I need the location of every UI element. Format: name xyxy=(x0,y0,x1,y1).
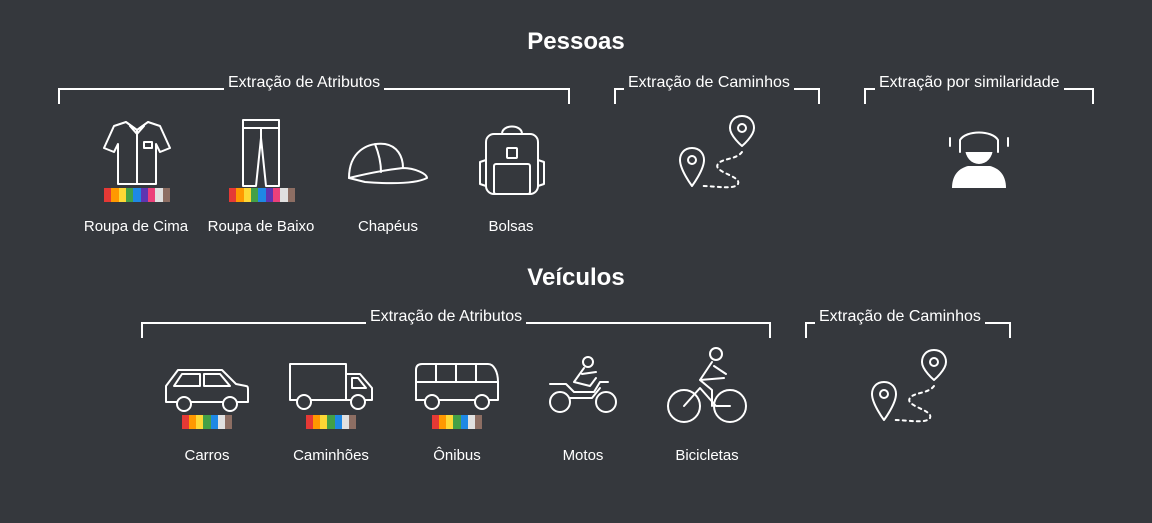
person-face-scan-icon xyxy=(949,131,1009,188)
color-palette-carros xyxy=(182,415,232,429)
color-palette-caminhoes xyxy=(306,415,356,429)
item-label-bolsas: Bolsas xyxy=(488,218,534,235)
item-label-bicicletas: Bicicletas xyxy=(675,447,739,464)
item-label-carros: Carros xyxy=(184,447,230,464)
item-label-roupa-baixo: Roupa de Baixo xyxy=(207,218,315,235)
item-label-roupa-cima: Roupa de Cima xyxy=(83,218,189,235)
color-palette-roupa-baixo xyxy=(229,188,295,202)
color-palette-onibus xyxy=(432,415,482,429)
group-label-caminhos-pessoas: Extração de Caminhos xyxy=(624,74,794,92)
section-title-veiculos: Veículos xyxy=(527,264,625,291)
color-palette-roupa-cima xyxy=(104,188,170,202)
pants-icon xyxy=(242,119,280,187)
group-label-atributos-pessoas: Extração de Atributos xyxy=(224,74,385,92)
item-label-caminhoes: Caminhões xyxy=(293,447,369,464)
item-label-motos: Motos xyxy=(562,447,604,464)
motorcycle-icon xyxy=(549,356,617,413)
car-icon xyxy=(165,369,249,412)
section-title-pessoas: Pessoas xyxy=(527,28,625,55)
truck-icon xyxy=(289,363,373,410)
bus-icon xyxy=(415,363,499,410)
route-pins-icon xyxy=(871,349,947,423)
bicycle-icon xyxy=(667,347,747,423)
group-label-caminhos-veiculos: Extração de Caminhos xyxy=(815,308,985,326)
cap-icon xyxy=(348,142,428,185)
item-label-chapeus: Chapéus xyxy=(357,218,419,235)
shirt-icon xyxy=(103,121,171,185)
group-label-similaridade-pessoas: Extração por similaridade xyxy=(875,74,1064,92)
route-pins-icon xyxy=(679,115,755,189)
backpack-icon xyxy=(479,125,545,195)
group-label-atributos-veiculos: Extração de Atributos xyxy=(366,308,527,326)
item-label-onibus: Ônibus xyxy=(433,447,481,464)
